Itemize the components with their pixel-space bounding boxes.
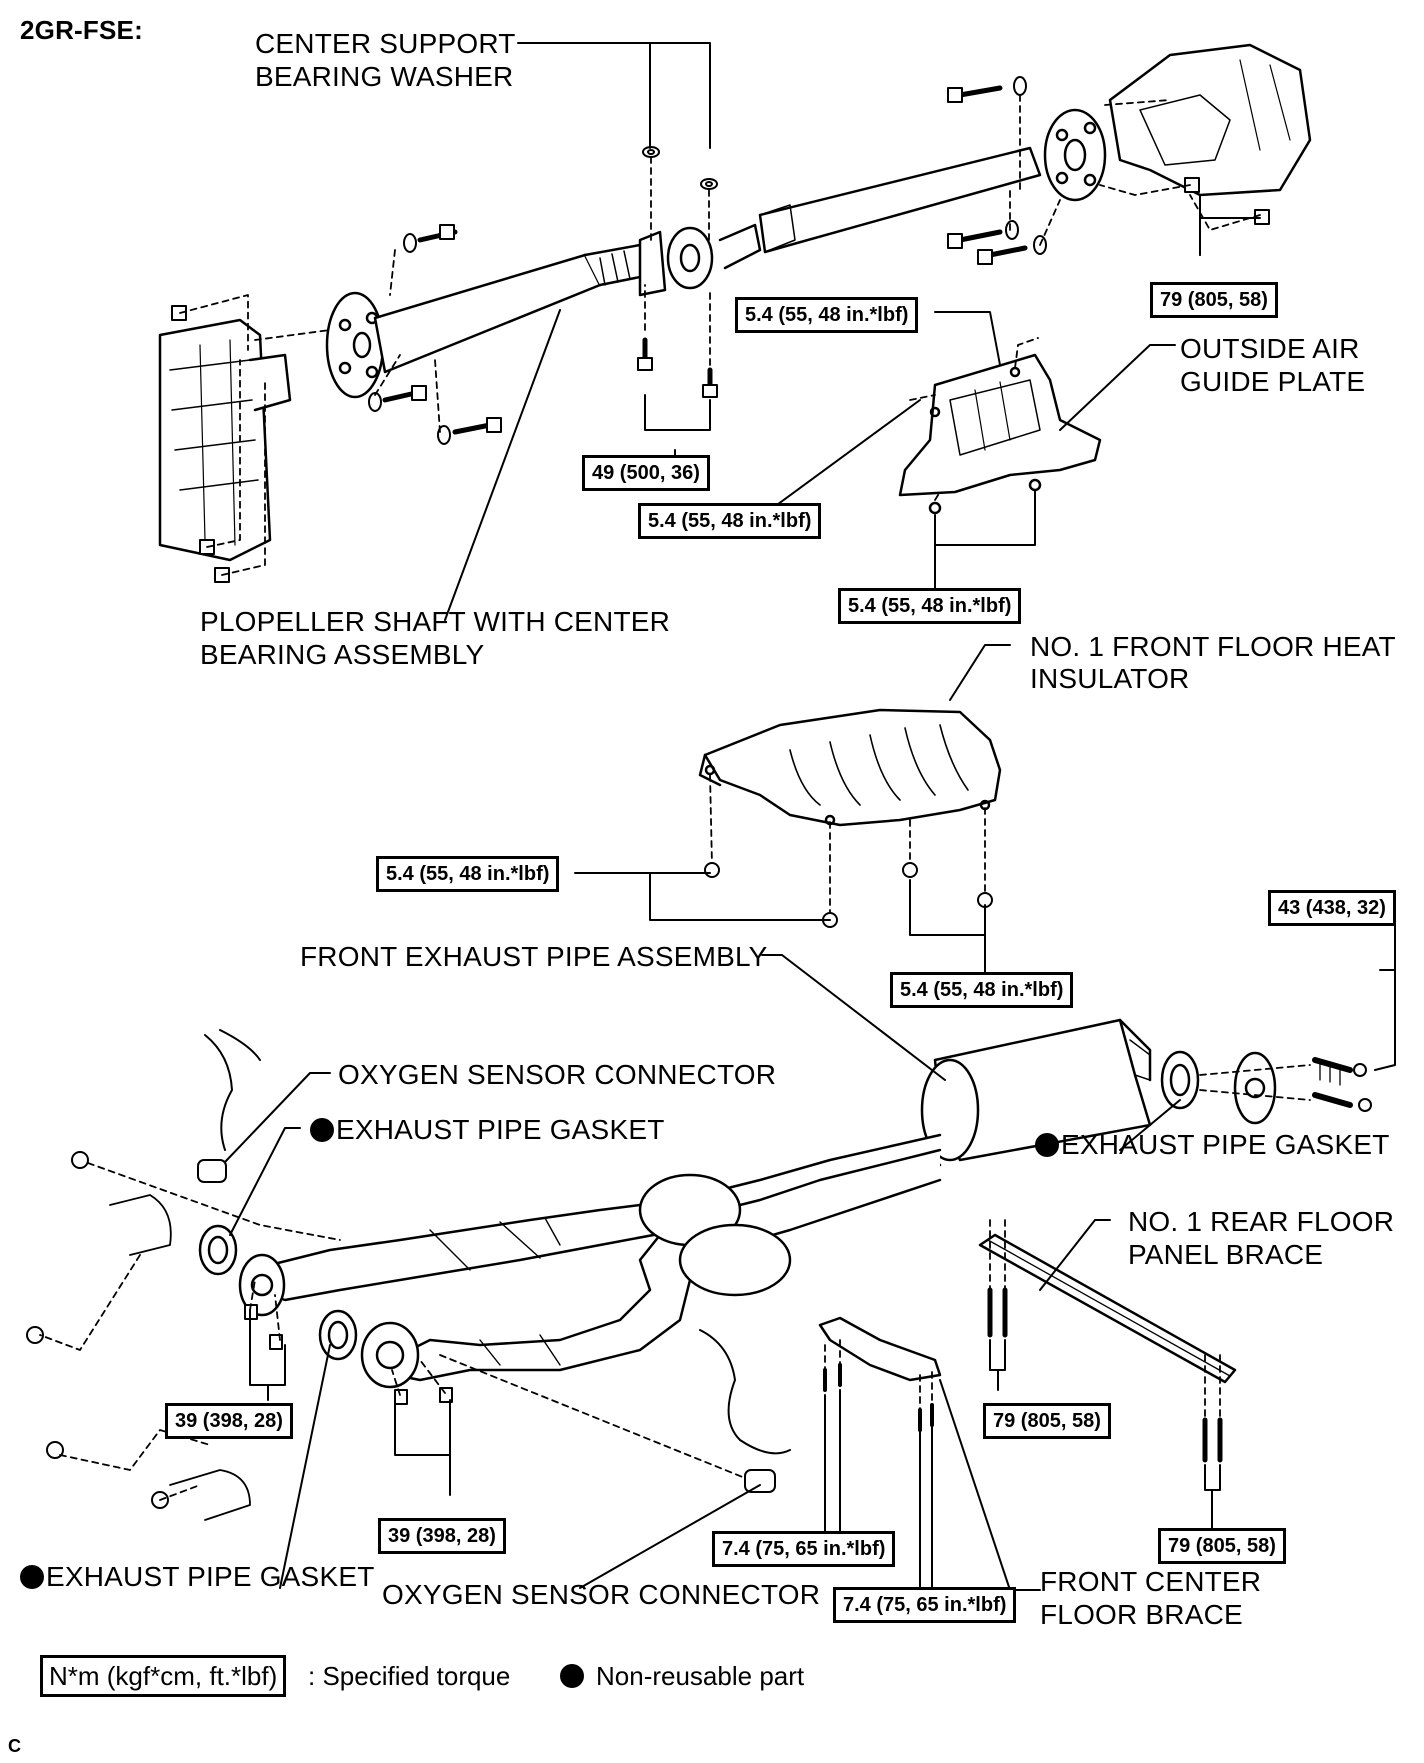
shaft-dash-lines	[179, 94, 1261, 576]
rear-flange	[1043, 108, 1107, 202]
torque-74-a: 7.4 (75, 65 in.*lbf)	[712, 1531, 896, 1567]
gasket-right-text: EXHAUST PIPE GASKET	[1061, 1129, 1390, 1160]
torque-79-brace-mid: 79 (805, 58)	[983, 1403, 1111, 1439]
label-center-support-1: CENTER SUPPORT	[255, 28, 516, 59]
connecting-pipes	[109, 1194, 251, 1521]
torque-79-brace-right: 79 (805, 58)	[1158, 1528, 1286, 1564]
oxygen-sensor-wires	[197, 1029, 791, 1493]
torque-54-plate-left: 5.4 (55, 48 in.*lbf)	[638, 503, 822, 539]
torque-54-insulator-left: 5.4 (55, 48 in.*lbf)	[376, 856, 560, 892]
legend-torque-format: N*m (kgf*cm, ft.*lbf)	[40, 1655, 287, 1697]
gasket-left-top-text: EXHAUST PIPE GASKET	[336, 1114, 665, 1145]
label-rear-floor-brace-2: PANEL BRACE	[1128, 1239, 1324, 1270]
torque-79-rear-diff: 79 (805, 58)	[1150, 282, 1278, 318]
torque-54-plate-top: 5.4 (55, 48 in.*lbf)	[735, 297, 919, 333]
front-center-brace	[818, 1316, 942, 1382]
outside-air-guide-plate	[898, 353, 1102, 515]
brace-bolts	[823, 1287, 1223, 1463]
torque-39-right: 39 (398, 28)	[378, 1518, 506, 1554]
label-front-center-brace-2: FLOOR BRACE	[1040, 1599, 1243, 1630]
insulator-nuts	[704, 862, 993, 928]
label-outside-air-1: OUTSIDE AIR	[1180, 333, 1360, 364]
label-propeller-shaft-1: PLOPELLER SHAFT WITH CENTER	[200, 606, 671, 637]
torque-74-b: 7.4 (75, 65 in.*lbf)	[833, 1587, 1017, 1623]
label-rear-floor-brace-1: NO. 1 REAR FLOOR	[1128, 1206, 1395, 1237]
label-front-center-brace-1: FRONT CENTER	[1040, 1566, 1262, 1597]
torque-43: 43 (438, 32)	[1268, 890, 1396, 926]
exhaust-fasteners	[26, 1057, 1372, 1509]
rear-floor-brace	[978, 1233, 1237, 1384]
label-front-exhaust-pipe: FRONT EXHAUST PIPE ASSEMBLY	[300, 941, 768, 972]
label-center-support-2: BEARING WASHER	[255, 61, 514, 92]
rear-differential	[1108, 43, 1312, 197]
plate-dash	[909, 337, 1039, 501]
insulator-dash	[709, 774, 986, 916]
front-flange	[325, 291, 385, 399]
label-propeller-shaft-2: BEARING ASSEMBLY	[200, 639, 485, 670]
legend-nonreusable: Non-reusable part	[560, 1660, 804, 1692]
label-gasket-bottom: EXHAUST PIPE GASKET	[20, 1560, 375, 1593]
footer-code: C	[8, 1736, 22, 1756]
torque-54-plate-bottom: 5.4 (55, 48 in.*lbf)	[838, 588, 1022, 624]
label-heat-insulator-2: INSULATOR	[1030, 663, 1190, 694]
label-gasket-right: EXHAUST PIPE GASKET	[1035, 1128, 1390, 1161]
heat-insulator	[698, 708, 1002, 827]
nonreusable-dot-icon	[20, 1565, 44, 1589]
legend-nonreusable-text: Non-reusable part	[596, 1661, 805, 1691]
nonreusable-dot-icon	[1035, 1133, 1059, 1157]
engine-code: 2GR-FSE:	[20, 15, 143, 45]
brace-dash	[824, 1219, 1221, 1421]
exhaust-pipe	[238, 1018, 1277, 1389]
label-gasket-left-top: EXHAUST PIPE GASKET	[310, 1113, 665, 1146]
gasket-bottom-text: EXHAUST PIPE GASKET	[46, 1561, 375, 1592]
transmission-housing	[158, 318, 292, 562]
label-heat-insulator-1: NO. 1 FRONT FLOOR HEAT	[1030, 631, 1396, 662]
propeller-shaft-tube	[373, 146, 1042, 374]
label-oxygen-sensor-bottom: OXYGEN SENSOR CONNECTOR	[382, 1579, 821, 1610]
torque-54-insulator-right: 5.4 (55, 48 in.*lbf)	[890, 972, 1074, 1008]
label-oxygen-sensor-top: OXYGEN SENSOR CONNECTOR	[338, 1059, 777, 1090]
legend-torque-desc: : Specified torque	[308, 1661, 511, 1691]
label-outside-air-2: GUIDE PLATE	[1180, 366, 1366, 397]
torque-39-left: 39 (398, 28)	[165, 1403, 293, 1439]
torque-49: 49 (500, 36)	[582, 455, 710, 491]
nonreusable-dot-icon	[310, 1118, 334, 1142]
nonreusable-dot-icon	[560, 1664, 584, 1688]
